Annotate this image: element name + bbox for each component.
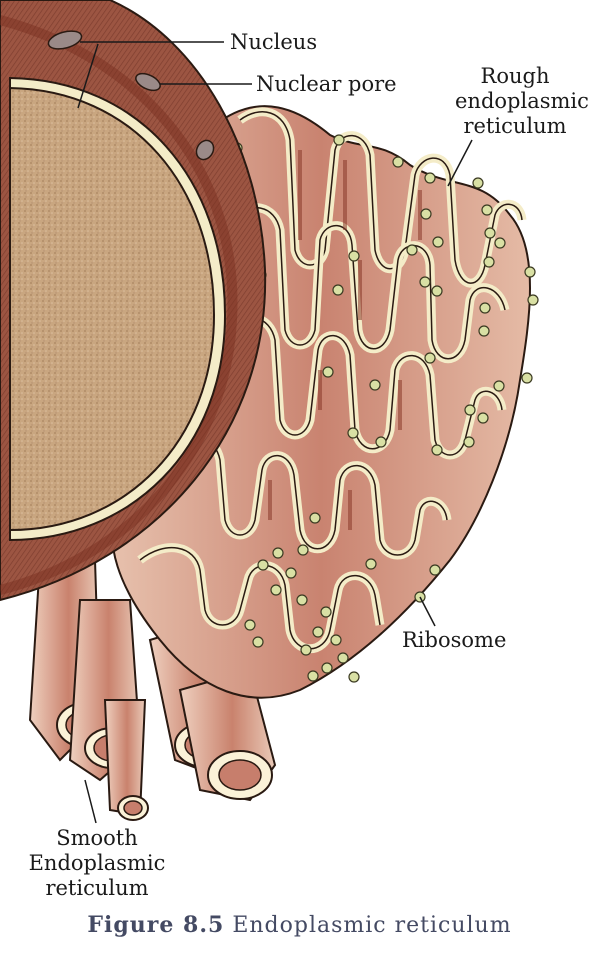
rough-er-label-line1: Rough [480, 64, 550, 88]
nuclear-pore [47, 30, 83, 50]
nuclear-pore-label: Nuclear pore [256, 72, 397, 96]
rough-er-label-line3: reticulum [463, 114, 567, 138]
smooth-er-label: Smooth Endoplasmic reticulum [12, 826, 182, 901]
nucleus-label: Nucleus [230, 30, 318, 54]
rough-er-label: Rough endoplasmic reticulum [455, 64, 589, 139]
figure-caption: Figure 8.5 Endoplasmic reticulum [0, 912, 599, 938]
figure-number: Figure 8.5 [87, 912, 225, 938]
smooth-er-label-line3: reticulum [45, 876, 149, 900]
nuclear-pore [195, 139, 215, 161]
leader-lines [77, 41, 473, 824]
ribosomes [231, 134, 539, 683]
smooth-er-tubes [28, 559, 277, 821]
rough-er-label-line2: endoplasmic [455, 89, 589, 113]
smooth-er-label-line1: Smooth [56, 826, 138, 850]
ribosome-label: Ribosome [402, 628, 507, 652]
nuclear-pore [135, 72, 161, 92]
nucleus [0, 0, 267, 602]
smooth-er-label-line2: Endoplasmic [28, 851, 166, 875]
figure-title: Endoplasmic reticulum [232, 913, 512, 938]
